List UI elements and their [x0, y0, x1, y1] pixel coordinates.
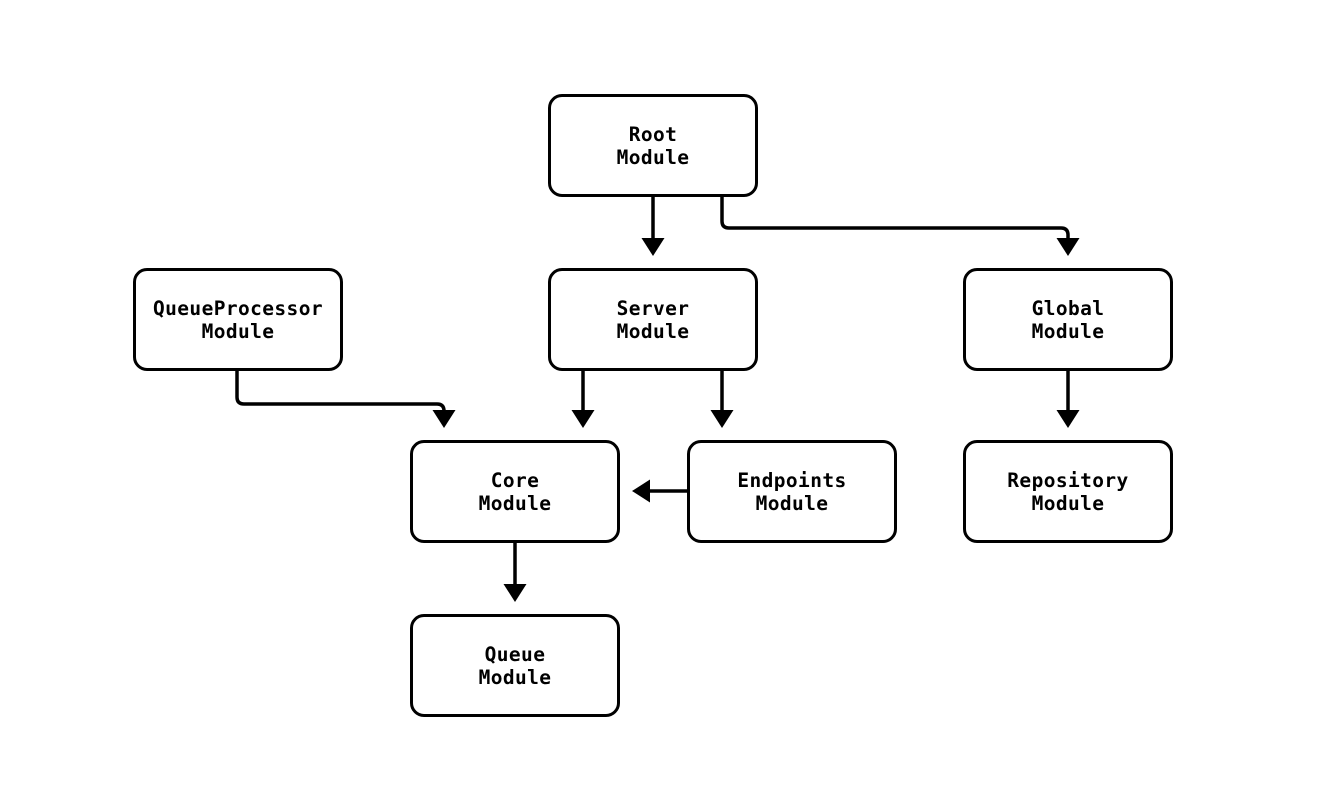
edge-queueprocessor-to-core — [235, 371, 456, 428]
node-repository-label: Repository Module — [1007, 468, 1129, 515]
node-queueprocessor-label: QueueProcessor Module — [153, 296, 323, 343]
node-root-label: Root Module — [616, 122, 690, 169]
node-root[interactable]: Root Module — [548, 94, 758, 197]
node-core[interactable]: Core Module — [410, 440, 620, 543]
edge-server-to-core — [571, 371, 595, 428]
edge-root-to-global — [720, 197, 1080, 256]
node-endpoints-label: Endpoints Module — [737, 468, 847, 515]
node-queue-label: Queue Module — [478, 642, 552, 689]
node-queueprocessor[interactable]: QueueProcessor Module — [133, 268, 343, 371]
node-queue[interactable]: Queue Module — [410, 614, 620, 717]
node-global-label: Global Module — [1031, 296, 1105, 343]
edge-core-to-queue — [503, 543, 527, 602]
edge-endpoints-to-core — [632, 479, 687, 503]
node-global[interactable]: Global Module — [963, 268, 1173, 371]
node-server-label: Server Module — [616, 296, 690, 343]
node-repository[interactable]: Repository Module — [963, 440, 1173, 543]
node-server[interactable]: Server Module — [548, 268, 758, 371]
node-endpoints[interactable]: Endpoints Module — [687, 440, 897, 543]
edge-global-to-repository — [1056, 371, 1080, 428]
edge-server-to-endpoints — [710, 371, 734, 428]
edge-root-to-server — [641, 197, 665, 256]
node-core-label: Core Module — [478, 468, 552, 515]
